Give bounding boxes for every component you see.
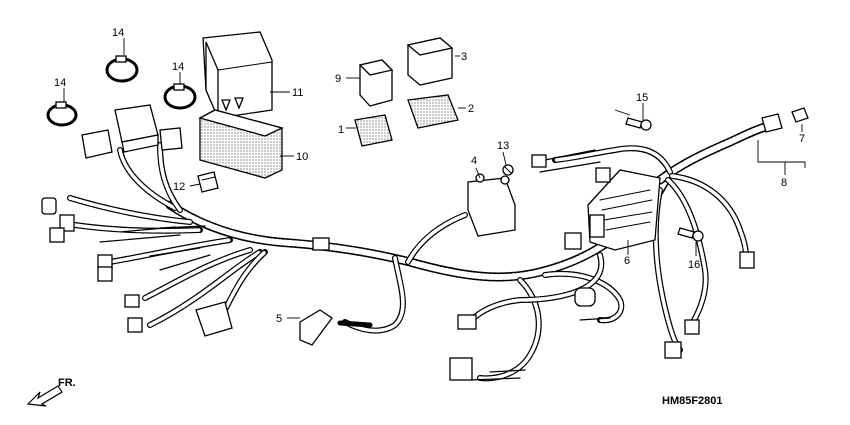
callout-1: 1 <box>338 124 344 136</box>
callout-9: 9 <box>335 73 341 85</box>
control-unit-11 <box>202 31 273 119</box>
callout-11: 11 <box>292 87 303 99</box>
starter-relay-4 <box>467 173 516 237</box>
main-wire-harness <box>67 121 773 382</box>
callout-16: 16 <box>688 259 700 271</box>
relay-9 <box>358 59 394 107</box>
callout-14-left: 14 <box>54 77 66 89</box>
drawing-code: HM85F2801 <box>662 395 723 407</box>
harness-end-connector <box>761 113 783 133</box>
multi-pin-connector <box>81 104 183 159</box>
callout-14-mid: 14 <box>172 61 184 73</box>
leader-lines <box>63 38 806 319</box>
front-direction-label: FR. <box>58 377 76 389</box>
callout-15: 15 <box>636 92 648 104</box>
connectors <box>41 154 755 381</box>
plug-cap-5 <box>299 309 373 346</box>
callout-6: 6 <box>624 255 630 267</box>
callout-labels: 1 2 3 4 5 6 7 8 9 10 11 12 13 14 14 14 1… <box>54 27 805 325</box>
bolt-15 <box>625 117 652 131</box>
callout-4: 4 <box>471 155 477 167</box>
regulator-rectifier-6 <box>587 169 661 251</box>
callout-2: 2 <box>468 103 474 115</box>
band-clamp-14-left <box>46 101 78 127</box>
band-clamp-14-top <box>105 55 139 83</box>
callout-14-top: 14 <box>112 27 124 39</box>
callout-7: 7 <box>799 133 805 145</box>
bolt-13 <box>502 164 514 176</box>
front-direction-arrow: FR. <box>26 377 76 407</box>
cover-1 <box>354 114 393 147</box>
callout-5: 5 <box>276 313 282 325</box>
callout-10: 10 <box>296 151 308 163</box>
terminal-cap-7 <box>791 107 809 123</box>
cover-2 <box>407 94 459 129</box>
callout-12: 12 <box>173 181 185 193</box>
clip-12 <box>197 171 219 193</box>
callout-3: 3 <box>461 51 467 63</box>
foam-cover-10 <box>198 109 284 179</box>
small-wires <box>99 149 611 381</box>
bolt-16 <box>677 227 704 242</box>
band-clamp-14-mid <box>163 83 197 110</box>
relay-3 <box>406 37 454 86</box>
callout-8: 8 <box>781 177 787 189</box>
callout-13: 13 <box>497 140 509 152</box>
